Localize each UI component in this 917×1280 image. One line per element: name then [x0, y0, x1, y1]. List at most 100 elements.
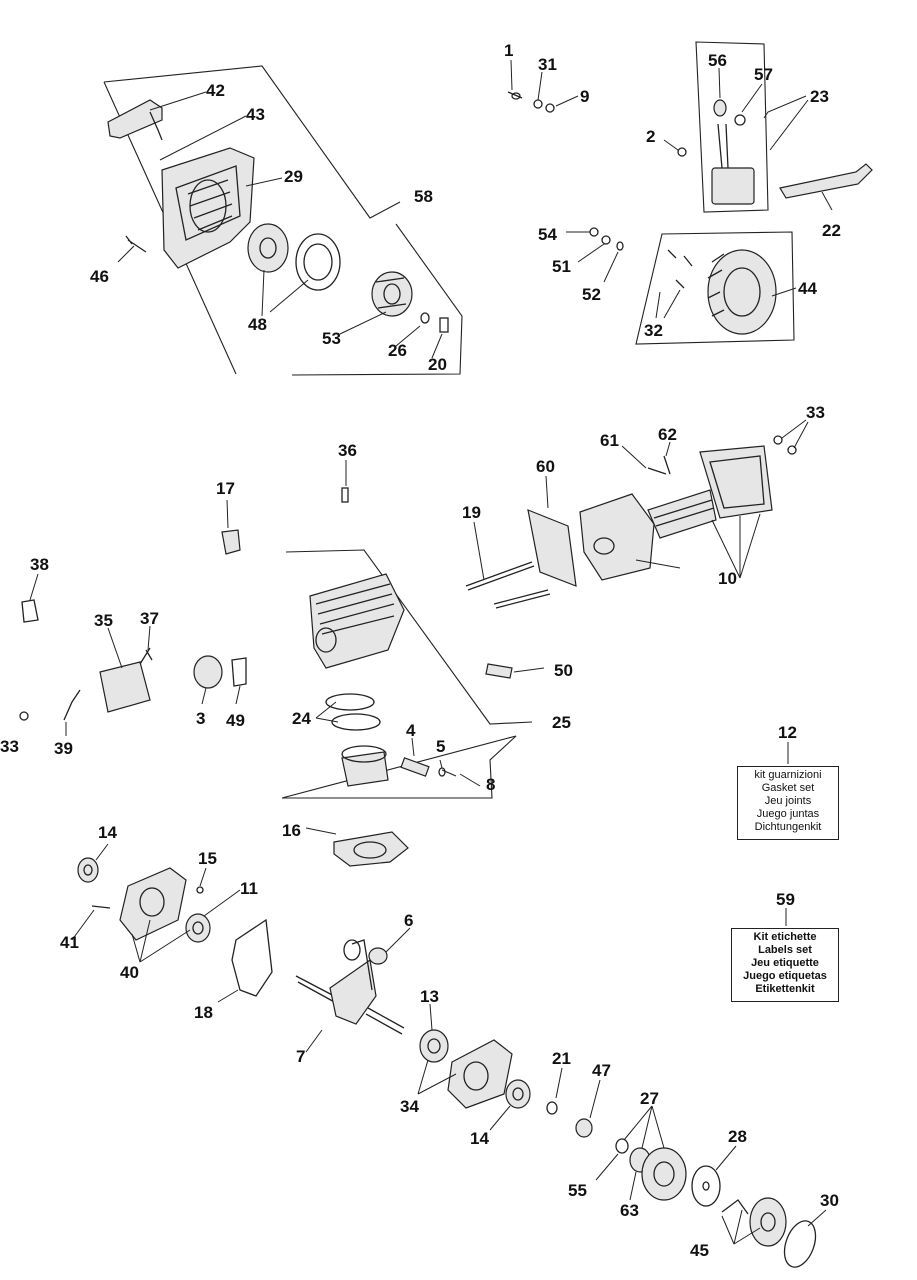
- labels-kit-line: Jeu etiquette: [751, 957, 819, 969]
- callout-52: 52: [582, 285, 601, 304]
- callout-63: 63: [620, 1201, 639, 1220]
- callout-23: 23: [810, 87, 829, 106]
- callout-16: 16: [282, 821, 301, 840]
- nuts-33b: [773, 435, 797, 455]
- gasket-kit-line: Jeu joints: [764, 795, 812, 807]
- starter-handle: [107, 99, 163, 141]
- crankcase-gasket-18: [231, 918, 273, 997]
- callout-54: 54: [538, 225, 557, 244]
- starter-pulley: [247, 223, 341, 291]
- callout-7: 7: [296, 1047, 305, 1066]
- callout-18: 18: [194, 1003, 213, 1022]
- callout-24: 24: [292, 709, 311, 728]
- callout-14b: 14: [470, 1129, 489, 1148]
- crankshaft: [295, 939, 405, 1035]
- callout-62: 62: [658, 425, 677, 444]
- bearing-13: [419, 1029, 449, 1063]
- flywheel: [667, 249, 777, 335]
- bolt-61-62: [647, 455, 671, 475]
- callout-57: 57: [754, 65, 773, 84]
- hose-39: [63, 689, 81, 721]
- callout-21: 21: [552, 1049, 571, 1068]
- callout-3: 3: [196, 709, 205, 728]
- callout-29: 29: [284, 167, 303, 186]
- muffler: [579, 493, 655, 581]
- callout-56: 56: [708, 51, 727, 70]
- spark-plug-36: [341, 487, 349, 503]
- studs-19: [465, 561, 551, 609]
- bearing-14a: [77, 857, 99, 883]
- callout-48: 48: [248, 315, 267, 334]
- callout-36: 36: [338, 441, 357, 460]
- callout-45: 45: [690, 1241, 709, 1260]
- callout-43: 43: [246, 105, 265, 124]
- gasket-kit-line: kit guarnizioni: [754, 769, 822, 781]
- callout-33a: 33: [0, 737, 19, 756]
- callout-30: 30: [820, 1191, 839, 1210]
- screw-41: [91, 905, 111, 909]
- ring-30: [783, 1220, 817, 1268]
- piston: [341, 745, 389, 787]
- starter-housing: [161, 147, 255, 269]
- callout-5: 5: [436, 737, 445, 756]
- sprocket-45: [721, 1197, 787, 1247]
- crankcase-half-left: [119, 867, 187, 941]
- callout-8: 8: [486, 775, 495, 794]
- callout-26: 26: [388, 341, 407, 360]
- labels-kit-box: Kit etichette Labels set Jeu etiquette J…: [731, 928, 839, 1002]
- callout-47: 47: [592, 1061, 611, 1080]
- callout-40: 40: [120, 963, 139, 982]
- screw-50: [485, 663, 513, 679]
- callout-34: 34: [400, 1097, 419, 1116]
- piston-pin: [400, 757, 430, 777]
- clutch-drum-28: [691, 1165, 721, 1207]
- pin-15: [196, 886, 204, 894]
- circlip: [438, 767, 446, 777]
- labels-kit-line: Juego etiquetas: [743, 970, 827, 982]
- spark-plug-17: [221, 529, 241, 555]
- clutch: [615, 1138, 687, 1201]
- bearing-14b: [505, 1079, 531, 1109]
- cylinder: [309, 573, 405, 669]
- ignition-outline: [695, 41, 769, 213]
- callout-17: 17: [216, 479, 235, 498]
- callout-44: 44: [798, 279, 817, 298]
- ignition-coil: [711, 99, 755, 205]
- screw-46: [125, 235, 147, 253]
- callout-51: 51: [552, 257, 571, 276]
- callout-22: 22: [822, 221, 841, 240]
- washer-21: [546, 1101, 558, 1115]
- muffler-cover: [647, 445, 773, 539]
- bolt-set-1: [507, 91, 555, 113]
- callout-14a: 14: [98, 823, 117, 842]
- gasket-kit-line: Dichtungenkit: [754, 821, 822, 833]
- carburetor: [99, 647, 153, 713]
- piston-rings: [325, 693, 381, 731]
- pawl-hub: [371, 271, 449, 333]
- muffler-gasket: [527, 509, 577, 587]
- callout-42: 42: [206, 81, 225, 100]
- callout-61: 61: [600, 431, 619, 450]
- callout-60: 60: [536, 457, 555, 476]
- callout-9: 9: [580, 87, 589, 106]
- needle-bearing-6: [368, 947, 388, 965]
- callout-50: 50: [554, 661, 573, 680]
- bearing-11: [185, 913, 211, 943]
- callout-28: 28: [728, 1127, 747, 1146]
- callout-31: 31: [538, 55, 557, 74]
- callout-27: 27: [640, 1089, 659, 1108]
- gasket-kit-number: 12: [778, 723, 797, 742]
- gasket-kit-line: Juego juntas: [756, 808, 820, 820]
- callout-32: 32: [644, 321, 663, 340]
- callout-58: 58: [414, 187, 433, 206]
- nut-33a: [19, 711, 29, 721]
- callout-15: 15: [198, 849, 217, 868]
- labels-kit-line: Labels set: [758, 944, 812, 956]
- callout-53: 53: [322, 329, 341, 348]
- callout-2: 2: [646, 127, 655, 146]
- callout-35: 35: [94, 611, 113, 630]
- callout-4: 4: [406, 721, 416, 740]
- callout-11: 11: [240, 879, 258, 898]
- clip-38: [21, 599, 39, 623]
- callout-33b: 33: [806, 403, 825, 422]
